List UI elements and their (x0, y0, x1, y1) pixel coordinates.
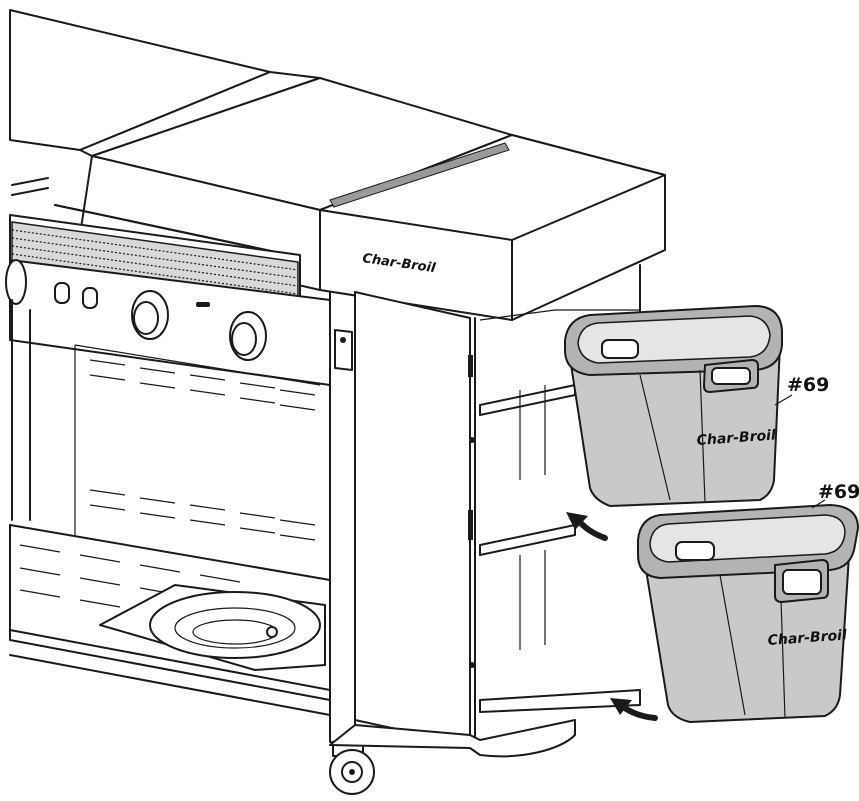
lower-bin-logo: Char-Broil (767, 627, 847, 648)
storage-bin-lower: Char-Broil (637, 499, 859, 723)
cabinet-shelf (479, 384, 576, 416)
cabinet-shelf (479, 524, 576, 556)
upper-bin-logo: Char-Broil (696, 427, 776, 448)
curved-arrow-icon (566, 512, 608, 541)
caster-wheel (329, 741, 375, 795)
back-panel-slots (89, 359, 316, 541)
cabinet-base (329, 719, 576, 758)
cabinet-front (354, 291, 471, 746)
lower-part-number: #69 (818, 481, 859, 503)
curved-arrow-icon (610, 698, 658, 721)
storage-bin-upper: Char-Broil (564, 305, 793, 507)
grill-body: Char-Broil (5, 9, 666, 795)
upper-part-number: #69 (787, 374, 829, 396)
